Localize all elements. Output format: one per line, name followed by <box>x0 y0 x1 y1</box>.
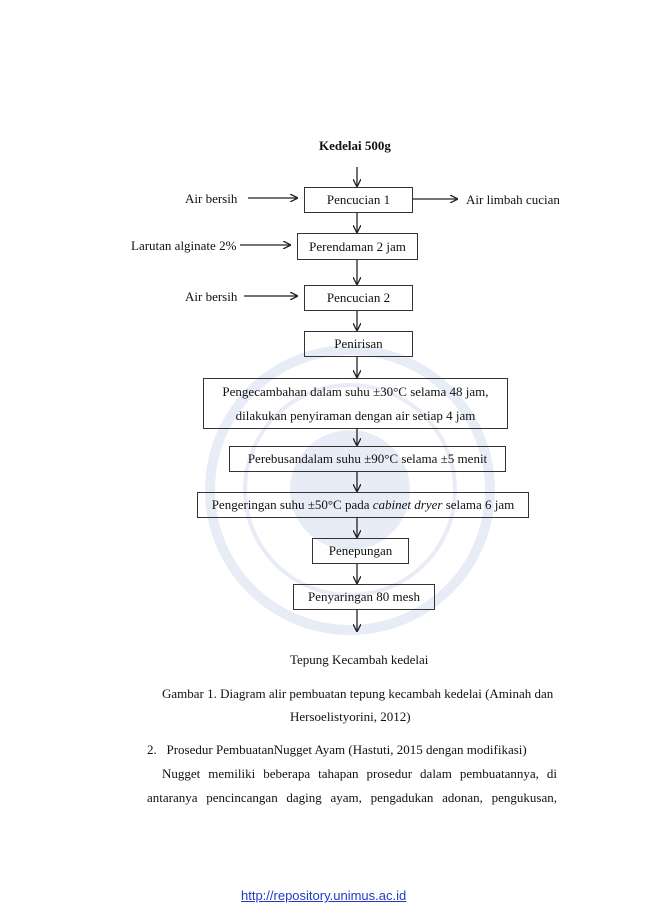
step-pengeringan: Pengeringan suhu ±50°C pada cabinet drye… <box>197 492 529 518</box>
step-penirisan: Penirisan <box>304 331 413 357</box>
paragraph-line2: antaranya pencincangan daging ayam, peng… <box>147 790 557 805</box>
input-label-air-bersih-2: Air bersih <box>185 289 238 304</box>
step-pengeringan-text-italic: cabinet dryer <box>372 497 443 512</box>
step-perebusan-label: Perebusandalam suhu ±90°C selama ±5 meni… <box>247 451 488 466</box>
step-pencucian-1-label: Pencucian 1 <box>326 192 391 207</box>
step-pencucian-1: Pencucian 1 <box>304 187 413 213</box>
repository-link[interactable]: http://repository.unimus.ac.id <box>241 888 407 903</box>
step-pencucian-2-label: Pencucian 2 <box>326 290 391 305</box>
output-label-air-limbah: Air limbah cucian <box>466 192 560 207</box>
step-penepungan: Penepungan <box>312 538 409 564</box>
university-seal-watermark <box>205 345 495 635</box>
input-label-larutan-alginate: Larutan alginate 2% <box>131 238 237 253</box>
step-pengecambahan-line1: Pengecambahan dalam suhu ±30°C selama 48… <box>222 383 489 399</box>
step-pencucian-2: Pencucian 2 <box>304 285 413 311</box>
flowchart-title: Kedelai 500g <box>319 138 391 153</box>
step-pengecambahan: Pengecambahan dalam suhu ±30°C selama 48… <box>203 378 508 429</box>
step-penyaringan-label: Penyaringan 80 mesh <box>308 589 420 604</box>
step-pengeringan-label: Pengeringan suhu ±50°C pada cabinet drye… <box>212 497 515 513</box>
step-pengeringan-text-a: Pengeringan suhu ±50°C pada <box>211 497 373 512</box>
paragraph-line1: Nugget memiliki beberapa tahapan prosedu… <box>162 766 557 781</box>
step-penirisan-label: Penirisan <box>334 336 383 351</box>
step-perebusan: Perebusandalam suhu ±90°C selama ±5 meni… <box>229 446 506 472</box>
step-pengeringan-text-b: selama 6 jam <box>442 497 515 512</box>
step-perendaman-label: Perendaman 2 jam <box>309 238 406 254</box>
input-label-air-bersih-1: Air bersih <box>185 191 238 206</box>
final-product-label: Tepung Kecambah kedelai <box>290 652 429 667</box>
step-penyaringan: Penyaringan 80 mesh <box>293 584 435 610</box>
section-heading: 2. Prosedur PembuatanNugget Ayam (Hastut… <box>147 742 527 757</box>
figure-caption-line2: Hersoelistyorini, 2012) <box>290 709 411 724</box>
step-penepungan-label: Penepungan <box>328 543 393 558</box>
step-perendaman: Perendaman 2 jam <box>297 233 418 260</box>
figure-caption-line1: Gambar 1. Diagram alir pembuatan tepung … <box>162 686 554 701</box>
step-pengecambahan-line2: dilakukan penyiraman dengan air setiap 4… <box>235 407 476 423</box>
